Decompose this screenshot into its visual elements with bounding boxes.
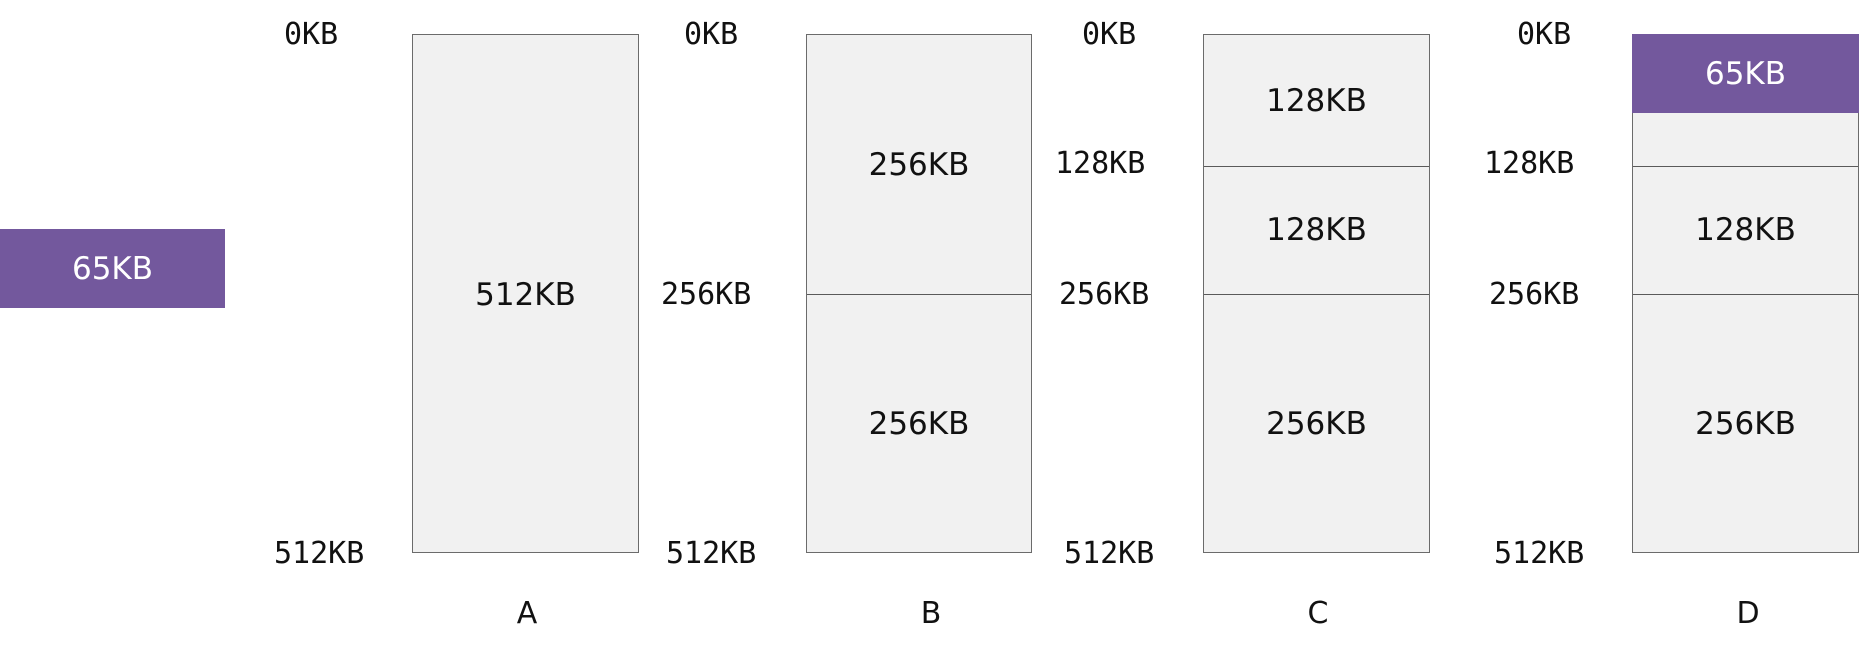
- panel-c-address-256: 256KB: [1059, 277, 1150, 312]
- panel-b-segment-bottom: 256KB: [807, 294, 1031, 553]
- panel-c-address-top: 0KB: [1082, 17, 1137, 52]
- panel-a-caption: A: [516, 596, 538, 631]
- panel-b-address-bottom: 512KB: [666, 536, 757, 571]
- panel-a-segment-512kb: 512KB: [413, 35, 638, 554]
- segment-label: 128KB: [1266, 212, 1367, 248]
- segment-label: 256KB: [1695, 405, 1796, 442]
- panel-d-allocated-block: 65KB: [1632, 34, 1859, 113]
- panel-d-address-128: 128KB: [1484, 146, 1575, 181]
- panel-a-address-bottom: 512KB: [274, 536, 365, 571]
- request-block-65kb: 65KB: [0, 229, 225, 308]
- panel-c-divider-128: [1204, 166, 1429, 167]
- panel-d-divider-256: [1633, 294, 1858, 295]
- panel-c-address-bottom: 512KB: [1064, 536, 1155, 571]
- panel-c-address-128: 128KB: [1055, 146, 1146, 181]
- panel-d-address-top: 0KB: [1517, 17, 1572, 52]
- panel-b-divider-256: [807, 294, 1031, 295]
- panel-c-segment-1: 128KB: [1204, 35, 1429, 166]
- allocated-label: 65KB: [1704, 55, 1787, 92]
- segment-label: 256KB: [868, 405, 970, 442]
- segment-label: 512KB: [475, 276, 576, 313]
- panel-b-address-mid: 256KB: [661, 277, 752, 312]
- panel-b-memory-block: 256KB 256KB: [806, 34, 1032, 553]
- panel-c-caption: C: [1307, 596, 1329, 631]
- segment-label: 256KB: [1266, 405, 1367, 442]
- segment-label: 128KB: [1266, 82, 1367, 119]
- panel-d-segment-3: 256KB: [1633, 294, 1858, 553]
- panel-a-address-top: 0KB: [284, 17, 339, 52]
- panel-b-segment-top: 256KB: [807, 35, 1031, 294]
- panel-c-segment-3: 256KB: [1204, 294, 1429, 553]
- panel-b-address-top: 0KB: [684, 17, 739, 52]
- panel-c-memory-block: 128KB 128KB 256KB: [1203, 34, 1430, 553]
- panel-d-caption: D: [1736, 596, 1760, 631]
- segment-label: 128KB: [1695, 212, 1796, 248]
- panel-d-address-256: 256KB: [1489, 277, 1580, 312]
- panel-c-divider-256: [1204, 294, 1429, 295]
- request-block-label: 65KB: [71, 250, 154, 287]
- panel-d-memory-block: 65KB 128KB 256KB: [1632, 34, 1859, 553]
- panel-d-segment-2: 128KB: [1633, 166, 1858, 294]
- panel-d-divider-128: [1633, 166, 1858, 167]
- panel-d-address-bottom: 512KB: [1494, 536, 1585, 571]
- panel-c-segment-2: 128KB: [1204, 166, 1429, 294]
- panel-a-memory-block: 512KB: [412, 34, 639, 553]
- segment-label: 256KB: [868, 146, 970, 183]
- panel-b-caption: B: [920, 596, 942, 631]
